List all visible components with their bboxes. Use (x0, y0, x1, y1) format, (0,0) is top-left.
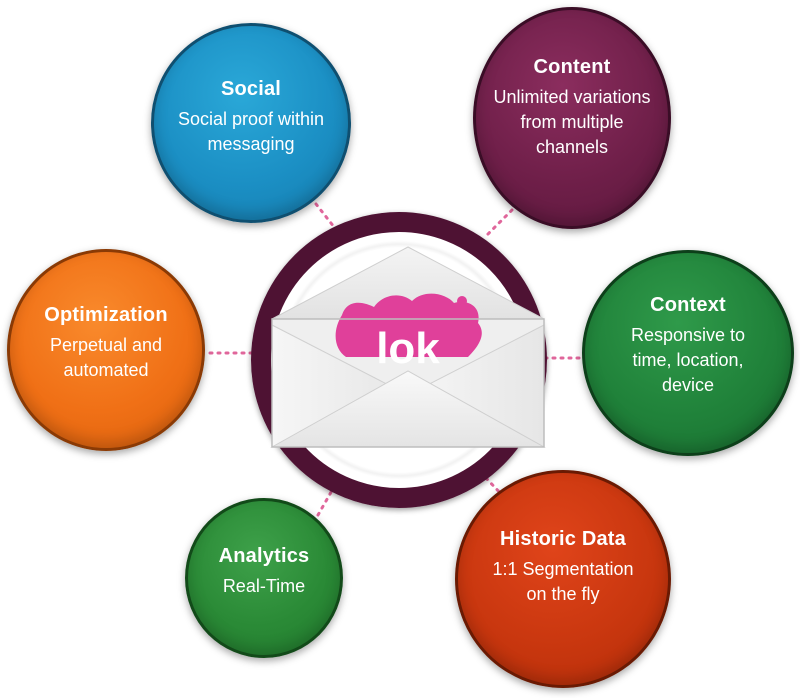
node-content-title: Content (533, 56, 611, 78)
node-social-desc: Social proof within messaging (177, 108, 325, 154)
node-analytics-desc: Real-Time (222, 576, 306, 596)
node-optimization-desc: Perpetual and automated (49, 334, 163, 380)
node-content: Content Unlimited variations from multip… (473, 7, 671, 229)
node-historic-data: Historic Data 1:1 Segmentation on the fl… (455, 470, 671, 688)
node-analytics-title: Analytics (218, 545, 310, 567)
node-context-desc: Responsive to time, location, device (630, 325, 746, 395)
node-historic-title: Historic Data (500, 527, 626, 550)
node-content-desc: Unlimited variations from multiple chann… (493, 87, 651, 157)
node-analytics: Analytics Real-Time (185, 498, 343, 658)
node-context-title: Context (650, 294, 726, 316)
connector-content (482, 208, 514, 240)
ink-blot-logo: lok (335, 293, 482, 373)
node-optimization: Optimization Perpetual and automated (7, 249, 205, 451)
node-social-title: Social (220, 77, 282, 100)
node-context: Context Responsive to time, location, de… (582, 250, 794, 456)
node-historic-desc: 1:1 Segmentation on the fly (492, 558, 634, 604)
logo-text: lok (376, 324, 440, 373)
envelope-icon: lok (270, 246, 546, 448)
node-social: Social Social proof within messaging (151, 23, 351, 223)
connector-social (314, 202, 340, 234)
node-optimization-title: Optimization (44, 303, 168, 326)
